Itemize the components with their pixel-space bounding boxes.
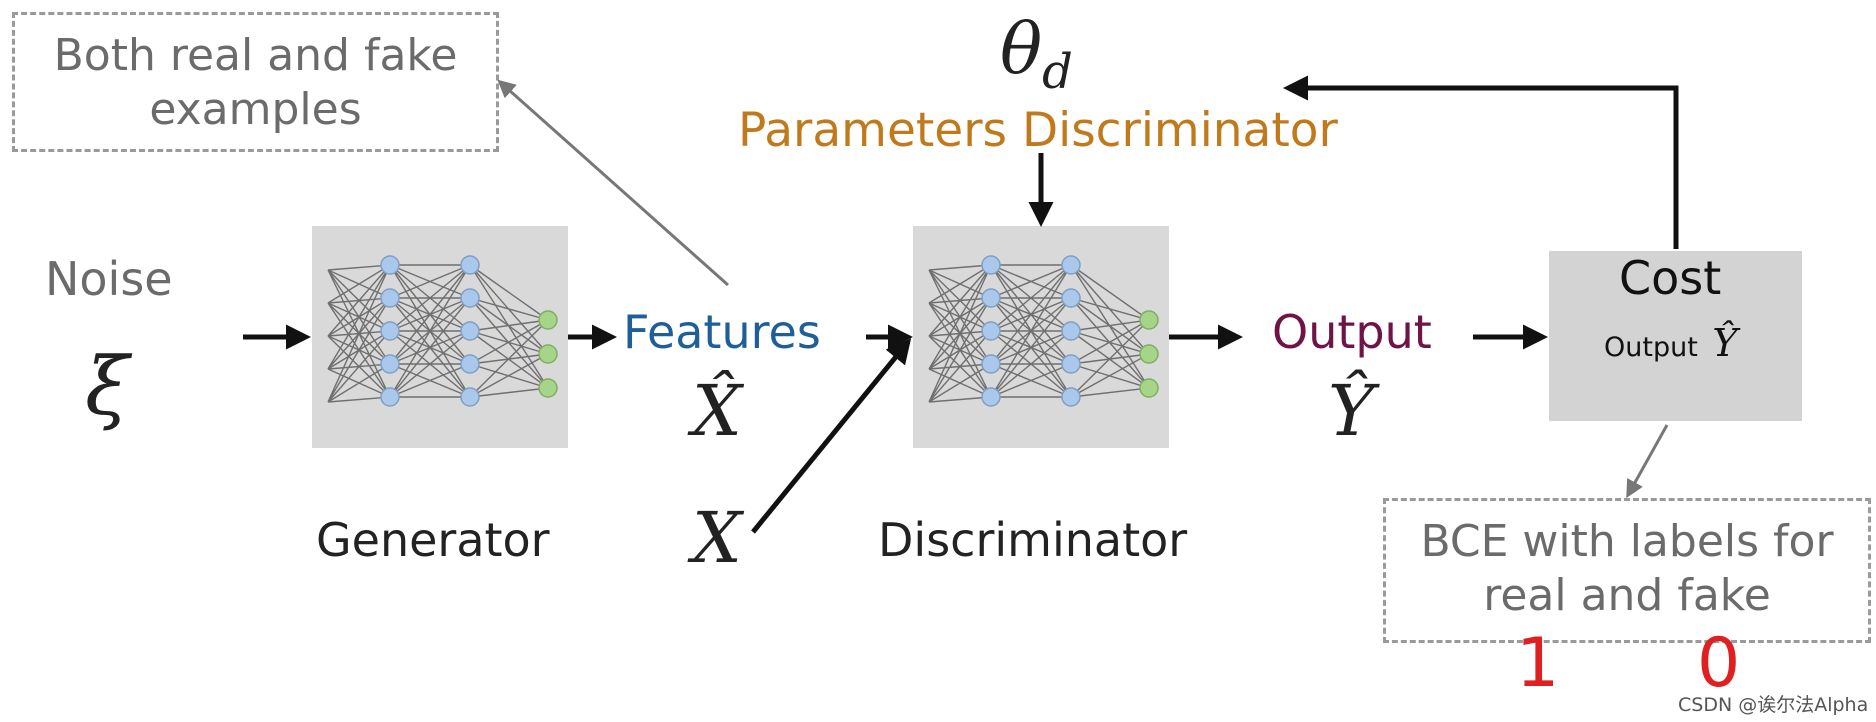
handwritten-real-label: 1 bbox=[1516, 624, 1560, 703]
arrow-cost-feedback bbox=[1283, 75, 1679, 249]
features-label: Features bbox=[623, 305, 821, 359]
pointer-cost-to-bce-callout bbox=[1626, 424, 1669, 499]
cost-output-label: Output Ŷ bbox=[1604, 321, 1737, 365]
generator-network-graph bbox=[327, 255, 558, 407]
callout-line-1: Both real and fake bbox=[53, 30, 458, 81]
cost-title: Cost bbox=[1619, 251, 1722, 305]
parameters-discriminator-label: Parameters Discriminator bbox=[738, 103, 1338, 158]
generator-label: Generator bbox=[316, 513, 550, 567]
callout-bce-line-1: BCE with labels for bbox=[1420, 516, 1834, 567]
discriminator-network-graph bbox=[928, 255, 1159, 407]
output-symbol: Ŷ bbox=[1328, 370, 1375, 452]
callout-bce-labels: BCE with labels for real and fake bbox=[1383, 498, 1871, 643]
callout-bce-line-2: real and fake bbox=[1483, 570, 1771, 621]
theta-symbol: θd bbox=[1000, 8, 1073, 100]
discriminator-label: Discriminator bbox=[878, 513, 1188, 567]
noise-symbol: ξ bbox=[85, 340, 130, 433]
noise-label: Noise bbox=[45, 252, 173, 306]
callout-real-fake-examples: Both real and fake examples bbox=[12, 12, 499, 152]
theta-letter: θ bbox=[1000, 8, 1043, 90]
cost-output-text: Output bbox=[1604, 332, 1698, 363]
features-symbol: X̂ bbox=[692, 370, 742, 452]
cost-output-symbol: Ŷ bbox=[1712, 321, 1738, 365]
cost-box: Cost Output Ŷ bbox=[1549, 251, 1802, 421]
handwritten-fake-label: 0 bbox=[1697, 624, 1741, 703]
output-label: Output bbox=[1272, 305, 1432, 359]
real-input-symbol: X bbox=[692, 497, 742, 579]
watermark: CSDN @诶尔法Alpha bbox=[1678, 694, 1869, 716]
callout-line-2: examples bbox=[149, 84, 362, 135]
arrow-real-to-discriminator bbox=[751, 338, 912, 534]
theta-subscript: d bbox=[1042, 44, 1073, 100]
pointer-features-to-callout bbox=[497, 79, 729, 287]
